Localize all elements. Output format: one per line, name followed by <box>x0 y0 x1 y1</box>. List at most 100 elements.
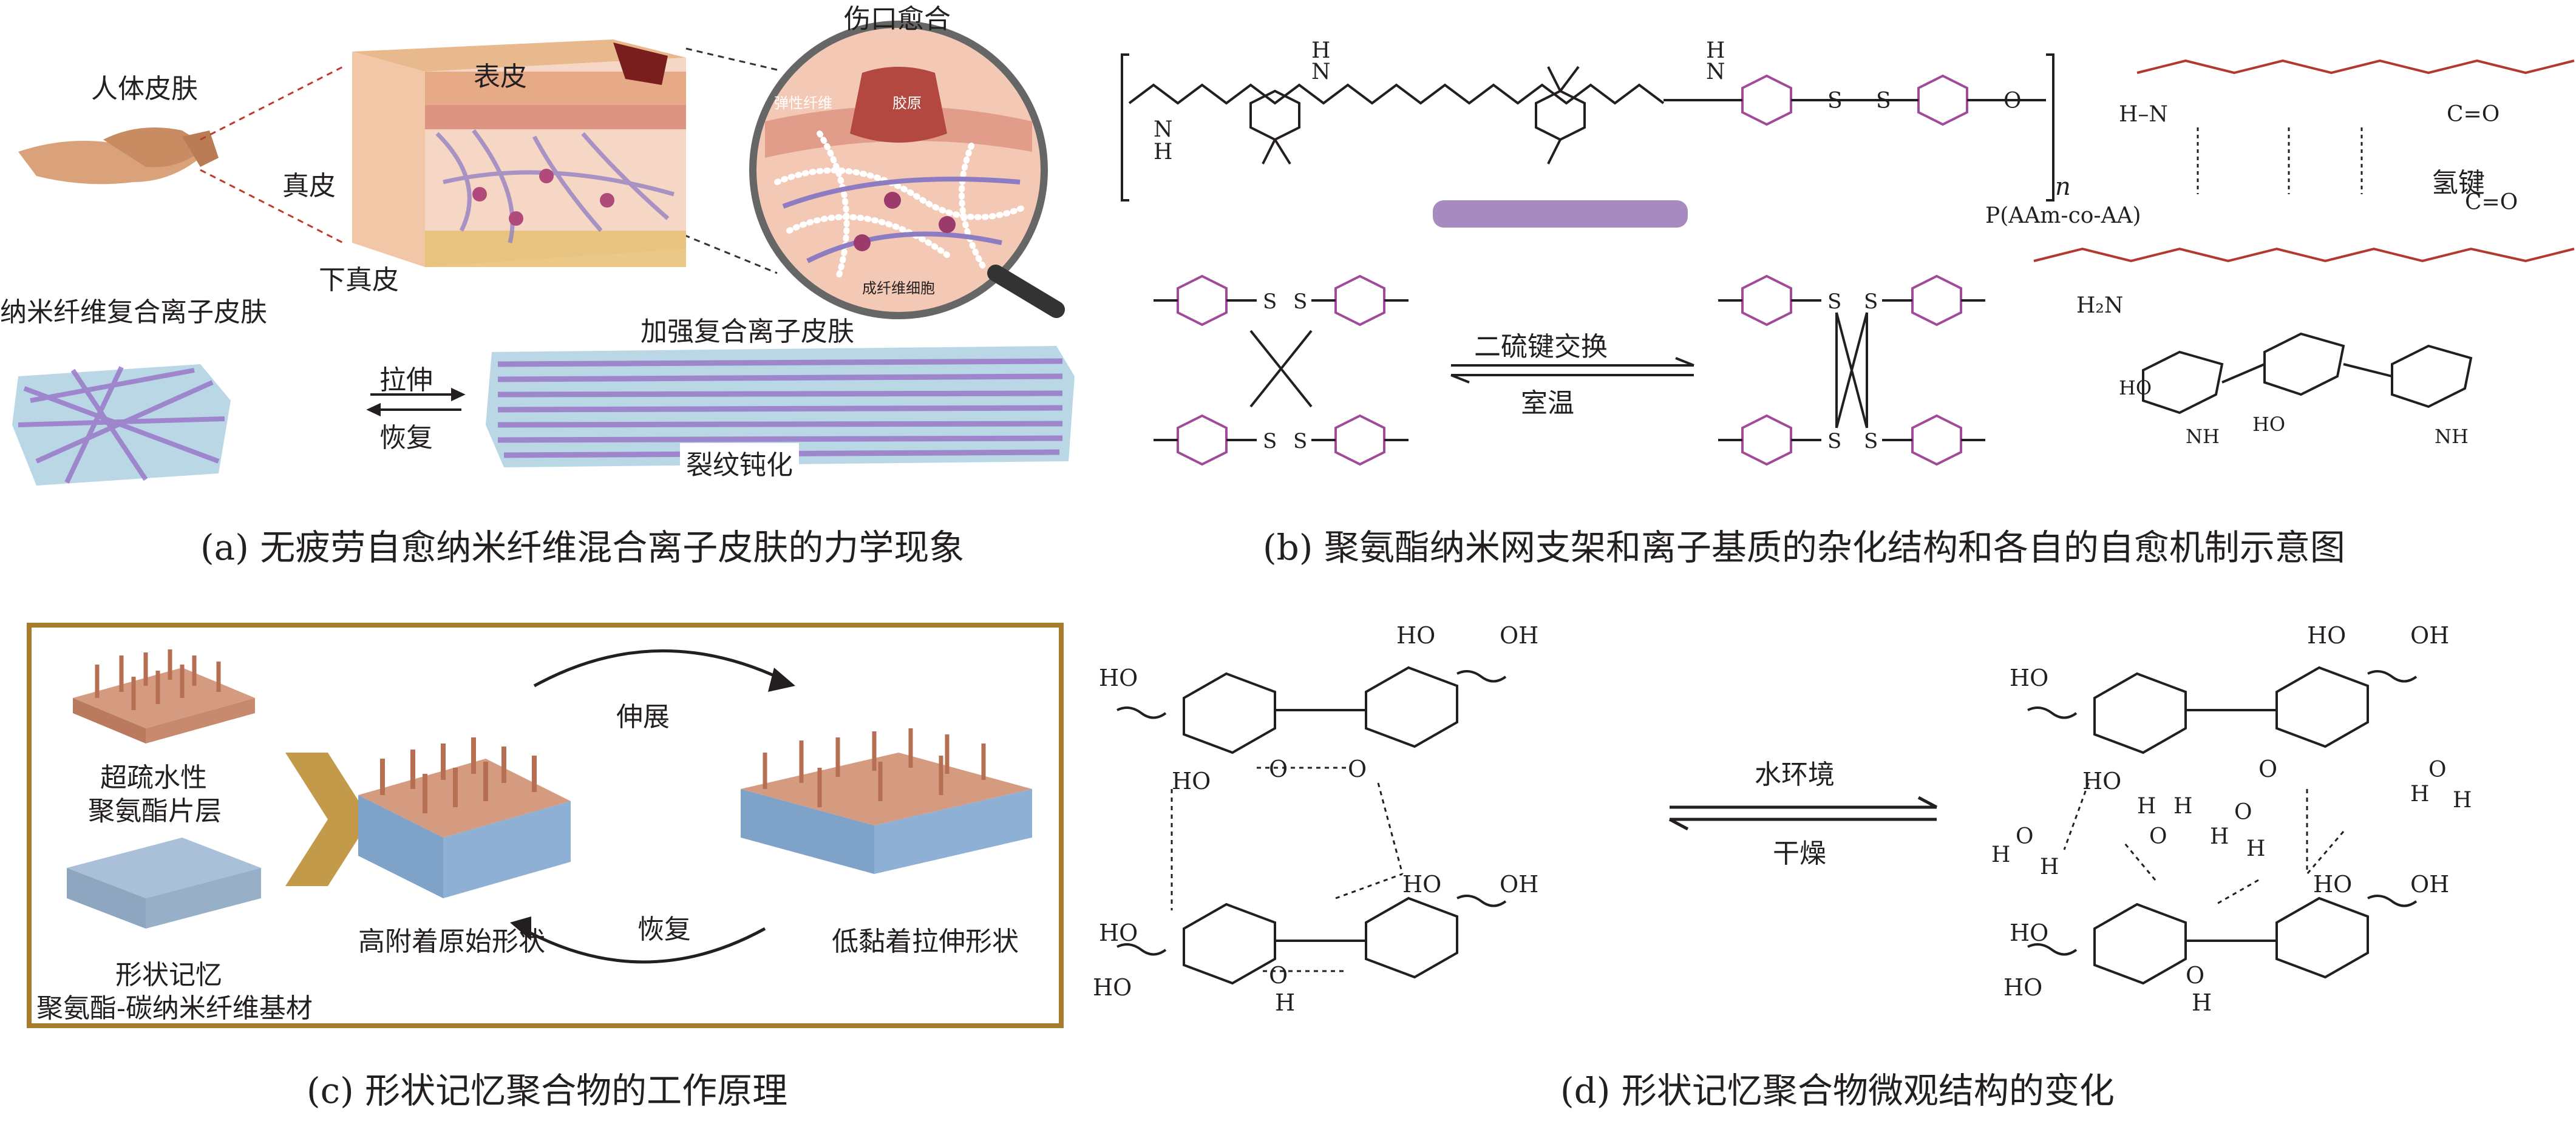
svg-text:N: N <box>1706 59 1725 84</box>
svg-text:S: S <box>1827 429 1841 453</box>
skin-block-illustration <box>352 39 686 267</box>
svg-text:N: N <box>1154 117 1173 142</box>
label-low-adhesion: 低黏着拉伸形状 <box>832 926 1019 957</box>
substrate-illustration <box>67 838 261 929</box>
label-shape-memory: 形状记忆 <box>115 960 222 991</box>
caption-a: (a) 无疲劳自愈纳米纤维混合离子皮肤的力学现象 <box>200 527 965 568</box>
panel-a: 人体皮肤 表皮 真皮 下真皮 伤口愈合 弹性纤维 胶原 成纤维细胞 纳米纤维复合… <box>0 0 1093 583</box>
panel-c-frame <box>27 623 1064 1028</box>
svg-text:HO: HO <box>2307 622 2346 649</box>
svg-text:HO: HO <box>1396 622 1435 649</box>
svg-text:H: H <box>1706 38 1725 63</box>
svg-text:HO: HO <box>1172 768 1211 794</box>
svg-text:H: H <box>2410 782 2429 807</box>
label-recover-a: 恢复 <box>379 422 433 453</box>
svg-text:H: H <box>2137 794 2156 819</box>
panel-c-illustration <box>27 623 1064 1028</box>
svg-text:S: S <box>1864 290 1878 314</box>
svg-text:HO: HO <box>2010 919 2048 946</box>
svg-text:HO: HO <box>2010 665 2048 691</box>
label-superhydrophobic: 超疏水性 <box>100 762 207 793</box>
panel-d: HO HO O O HO OH HO OH HO HO O H <box>1081 607 2576 1121</box>
svg-text:O: O <box>2149 824 2167 849</box>
svg-text:H: H <box>2173 794 2192 819</box>
stretch-recover-arrows <box>366 387 466 417</box>
disulfide-exchange-rings <box>1177 274 1962 466</box>
caption-c: (c) 形状记忆聚合物的工作原理 <box>307 1070 788 1111</box>
label-stretch-a: 拉伸 <box>379 365 433 396</box>
caption-b: (b) 聚氨酯纳米网支架和离子基质的杂化结构和各自的自愈机制示意图 <box>1263 527 2345 568</box>
svg-text:S: S <box>1293 290 1307 314</box>
svg-text:HO: HO <box>1099 665 1138 691</box>
label-repeat-n: n <box>2055 173 2071 201</box>
svg-text:O: O <box>2428 757 2447 782</box>
handshake-illustration <box>18 127 219 185</box>
svg-text:O: O <box>2016 824 2034 849</box>
label-wound-healing: 伤口愈合 <box>844 4 951 35</box>
cellulose-right <box>2027 666 2418 985</box>
label-high-adhesion: 高附着原始形状 <box>358 926 545 957</box>
svg-text:HO: HO <box>1402 871 1441 898</box>
svg-text:O: O <box>1269 756 1288 782</box>
svg-text:HO: HO <box>2252 413 2285 436</box>
svg-text:H–N: H–N <box>2119 102 2168 127</box>
svg-text:H: H <box>1991 842 2010 867</box>
svg-text:O: O <box>2234 800 2252 825</box>
svg-text:H: H <box>1311 38 1330 63</box>
stretched-shape-illustration <box>741 728 1032 874</box>
label-disulfide-exchange: 二硫键交换 <box>1474 331 1608 362</box>
svg-text:H: H <box>2040 855 2059 879</box>
label-reinforced-iskin: 加强复合离子皮肤 <box>641 316 854 347</box>
svg-text:NH: NH <box>2186 425 2220 448</box>
svg-text:H: H <box>1275 989 1295 1016</box>
svg-text:N: N <box>1311 59 1331 84</box>
panel-d-illustration: HO HO O O HO OH HO OH HO HO O H <box>1093 622 2472 1016</box>
label-nanofiber-iskin: 纳米纤维复合离子皮肤 <box>0 297 267 328</box>
polysaccharide-rings-b <box>2142 332 2473 415</box>
svg-text:O: O <box>2186 962 2204 989</box>
chevron-arrow-icon <box>285 753 370 886</box>
label-recover-c: 恢复 <box>637 914 691 945</box>
svg-text:S: S <box>1827 89 1843 113</box>
label-fibroblast: 成纤维细胞 <box>862 280 935 297</box>
svg-text:OH: OH <box>1500 871 1538 898</box>
svg-text:HO: HO <box>2313 871 2352 898</box>
water-molecules: HOH HOH HOH HOH <box>1991 757 2472 879</box>
label-water-env: 水环境 <box>1755 759 1835 790</box>
magnifier-illustration <box>749 21 1065 319</box>
original-shape-illustration <box>358 737 571 898</box>
label-human-skin: 人体皮肤 <box>91 73 198 104</box>
caption-d: (d) 形状记忆聚合物微观结构的变化 <box>1560 1070 2115 1111</box>
label-collagen: 胶原 <box>892 95 922 112</box>
svg-text:H₂N: H₂N <box>2076 293 2123 318</box>
panel-b: S S O N H N H N H <box>1111 0 2576 583</box>
cycle-arrows <box>521 649 784 964</box>
label-pu-layer: 聚氨酯片层 <box>88 796 222 827</box>
svg-text:HO: HO <box>1093 974 1132 1001</box>
panel-c: 超疏水性 聚氨酯片层 形状记忆 聚氨酯-碳纳米纤维基材 伸展 恢复 高附着原始形… <box>0 607 1093 1121</box>
equilibrium-arrows-d <box>1668 796 1938 831</box>
label-dry: 干燥 <box>1773 838 1826 869</box>
nanomesh-bar <box>1433 200 1688 228</box>
svg-text:H: H <box>2210 824 2229 849</box>
svg-text:HO: HO <box>2003 974 2042 1001</box>
svg-text:S: S <box>1864 429 1878 453</box>
svg-text:H: H <box>2453 788 2472 813</box>
disulfide-benzene-top <box>1741 74 1968 126</box>
label-room-temp: 室温 <box>1521 388 1574 419</box>
svg-text:HO: HO <box>2119 376 2152 399</box>
panel-b-illustration: S S O N H N H N H <box>1121 38 2575 466</box>
svg-text:S: S <box>1263 429 1277 453</box>
nanofiber-iskin-illustration <box>12 364 231 486</box>
svg-text:C=O: C=O <box>2447 102 2500 127</box>
superhydrophobic-layer-illustration <box>73 649 255 743</box>
label-hydrogen-bond: 氢键 <box>2432 168 2485 198</box>
svg-text:H: H <box>1154 140 1172 164</box>
svg-text:H: H <box>2246 836 2265 861</box>
label-hypodermis: 下真皮 <box>319 265 399 296</box>
svg-text:OH: OH <box>1500 622 1538 649</box>
svg-text:O: O <box>2258 756 2277 782</box>
label-epidermis: 表皮 <box>474 61 527 92</box>
svg-text:S: S <box>1263 290 1277 314</box>
label-dermis: 真皮 <box>282 171 336 202</box>
